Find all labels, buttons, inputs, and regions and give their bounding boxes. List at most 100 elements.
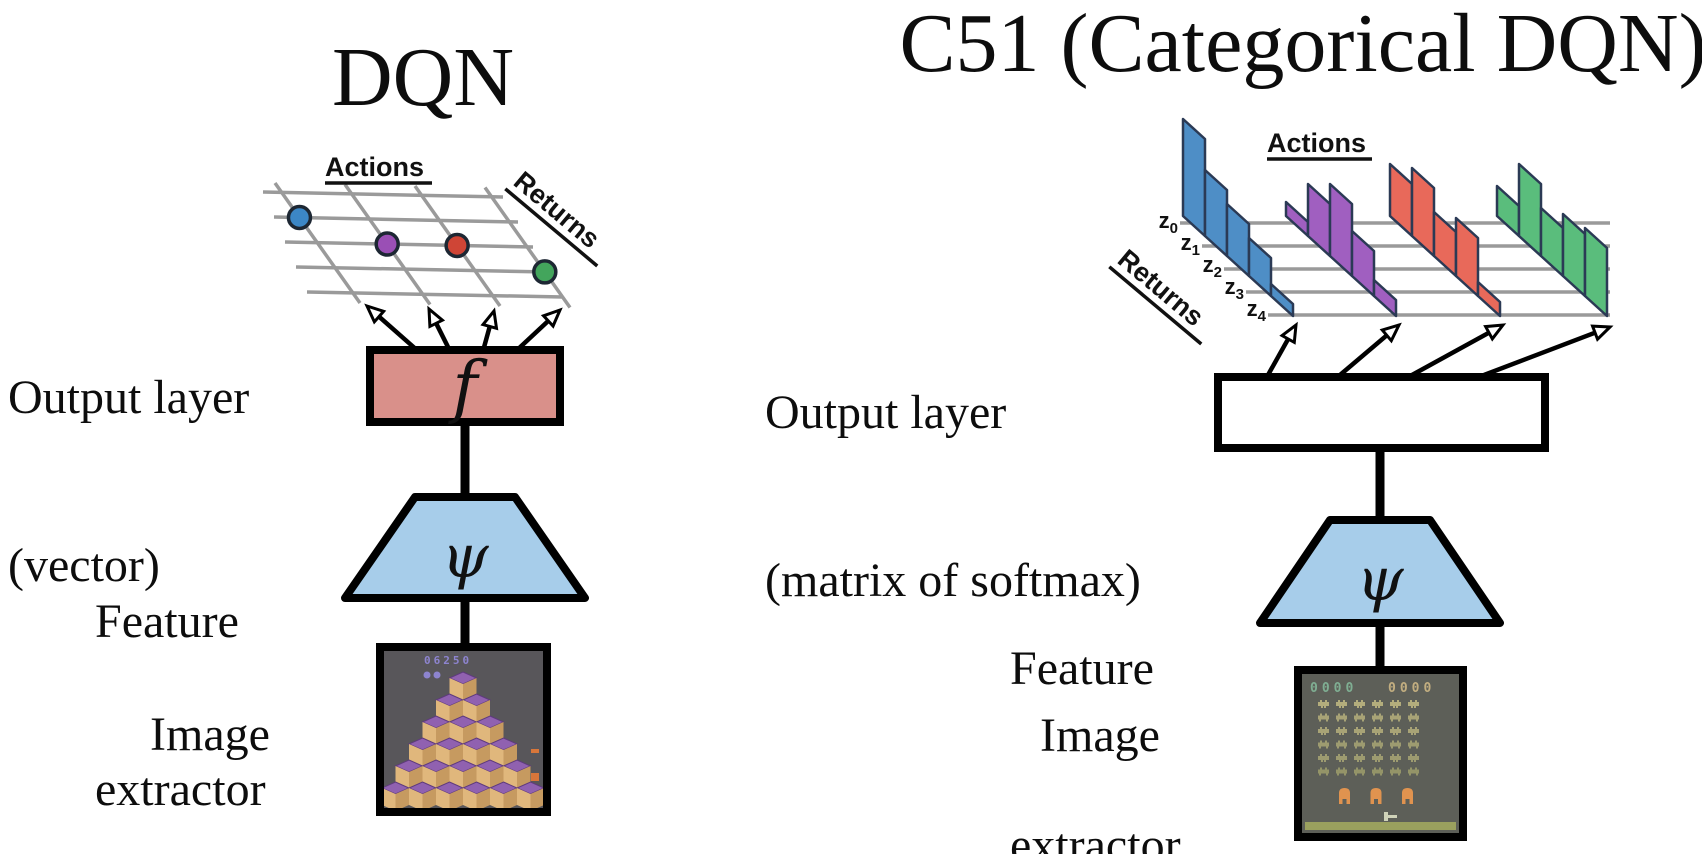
invader-sprite [1336, 727, 1347, 735]
dqn-output-arrows [364, 303, 563, 353]
dqn-returns-axis: Returns [504, 166, 606, 268]
dqn-output-layer-line2: (vector) [8, 539, 160, 592]
shield-sprite [1339, 788, 1350, 804]
invader-sprite [1390, 713, 1401, 722]
c51-distribution-ribbons [1181, 117, 1609, 318]
invader-sprite [1354, 727, 1365, 735]
invader-sprite [1372, 713, 1383, 722]
qbert-life-icon [433, 671, 441, 679]
cube-right-face [503, 788, 517, 808]
dqn-returns-underline [504, 187, 599, 268]
invader-sprite [1372, 727, 1383, 735]
invader-sprite [1390, 700, 1401, 708]
dqn-output-layer-label: Output layer (vector) [8, 258, 249, 706]
arrow-head [1590, 324, 1614, 342]
grid-row-line [262, 190, 504, 199]
grid-row-line [306, 290, 564, 299]
invader-sprite [1318, 740, 1329, 749]
invader-sprite [1354, 740, 1365, 749]
softmax-bar [1181, 117, 1207, 238]
dqn-feature-extractor-label: Feature extractor [95, 482, 266, 854]
dqn-actions-axis-label: Actions [325, 152, 424, 182]
space-invaders-sprites [1305, 700, 1456, 830]
z4-base: z [1247, 296, 1258, 321]
ground-bar [1305, 822, 1456, 830]
c51-output-layer-label: Output layer (matrix of softmax) [765, 273, 1141, 721]
softmax-bar [1284, 200, 1310, 238]
qbert-life-icon [423, 671, 431, 679]
z2-base: z [1203, 252, 1214, 277]
player-sprite [1388, 815, 1397, 818]
c51-output-arrows [1266, 321, 1614, 378]
invader-sprite [1408, 754, 1419, 762]
softmax-bar [1517, 162, 1543, 258]
arrow-shaft [514, 319, 550, 353]
invader-sprite [1390, 767, 1401, 776]
space-invaders-score-left: 0000 [1310, 681, 1357, 696]
distribution-ribbon-action-4 [1495, 162, 1609, 318]
c51-title: C51 (Categorical DQN) [899, 0, 1702, 90]
invader-sprite [1354, 700, 1365, 708]
z0-sub: 0 [1170, 220, 1178, 237]
cube-left-face [490, 788, 504, 808]
softmax-bar [1388, 162, 1414, 238]
cube-right-face [422, 788, 436, 808]
softmax-bar [1583, 226, 1609, 318]
arrow-shaft [1338, 333, 1389, 377]
invader-sprite [1336, 740, 1347, 749]
c51-feature-line1: Feature [1010, 642, 1154, 695]
player-sprite [1384, 812, 1388, 821]
grid-column-line [483, 186, 572, 309]
distribution-ribbon-action-1 [1181, 117, 1295, 318]
arrow-head [1279, 321, 1298, 345]
z3-base: z [1225, 274, 1236, 299]
arrow-head [427, 305, 446, 329]
grid-row-line [284, 240, 534, 249]
invader-sprite [1390, 754, 1401, 762]
dqn-feature-line2: extractor [95, 763, 266, 816]
distribution-ribbon-action-2 [1284, 182, 1398, 318]
c51-return-gridlines [1180, 221, 1610, 317]
cube-right-face [530, 788, 543, 808]
softmax-bar [1350, 229, 1376, 298]
z2-label: z2 [1203, 252, 1222, 281]
c51-output-layer-line2: (matrix of softmax) [765, 554, 1141, 607]
invader-sprite [1336, 700, 1347, 708]
invader-sprite [1336, 767, 1347, 776]
z4-label: z4 [1247, 296, 1267, 325]
invader-sprite [1318, 767, 1329, 776]
z2-sub: 2 [1214, 264, 1222, 281]
q-value-dot-action-3 [444, 232, 470, 259]
qbert-score: 06250 [424, 654, 472, 667]
arrow-shaft [1410, 330, 1491, 377]
dqn-image-label: Image [150, 708, 270, 761]
space-invaders-screenshot: 0000 0000 [1294, 666, 1467, 841]
distribution-ribbon-action-3 [1388, 162, 1502, 318]
invader-sprite [1318, 754, 1329, 762]
c51-psi-symbol: ψ [1356, 545, 1404, 615]
z3-sub: 3 [1236, 286, 1244, 303]
cube-left-face [463, 788, 477, 808]
qbert-enemy-sprite [531, 773, 539, 781]
softmax-bar [1495, 184, 1521, 238]
q-value-dot-action-1 [286, 204, 313, 231]
c51-z-axis-labels: z0 z1 z2 z3 z4 [1159, 208, 1267, 325]
dqn-output-grid [262, 181, 572, 309]
invader-sprite [1408, 740, 1419, 749]
c51-feature-line2: extractor [1010, 819, 1181, 854]
invader-sprite [1408, 713, 1419, 722]
softmax-bar [1203, 168, 1229, 258]
arrow-head [1379, 322, 1402, 344]
softmax-bar [1269, 282, 1295, 318]
z1-sub: 1 [1192, 242, 1200, 259]
invader-sprite [1372, 740, 1383, 749]
grid-column-line [273, 181, 362, 305]
dqn-title: DQN [332, 31, 514, 124]
z0-base: z [1159, 208, 1170, 233]
space-invaders-frame [1294, 666, 1467, 841]
z0-label: z0 [1159, 208, 1178, 237]
invader-sprite [1408, 767, 1419, 776]
softmax-bar [1328, 182, 1354, 278]
